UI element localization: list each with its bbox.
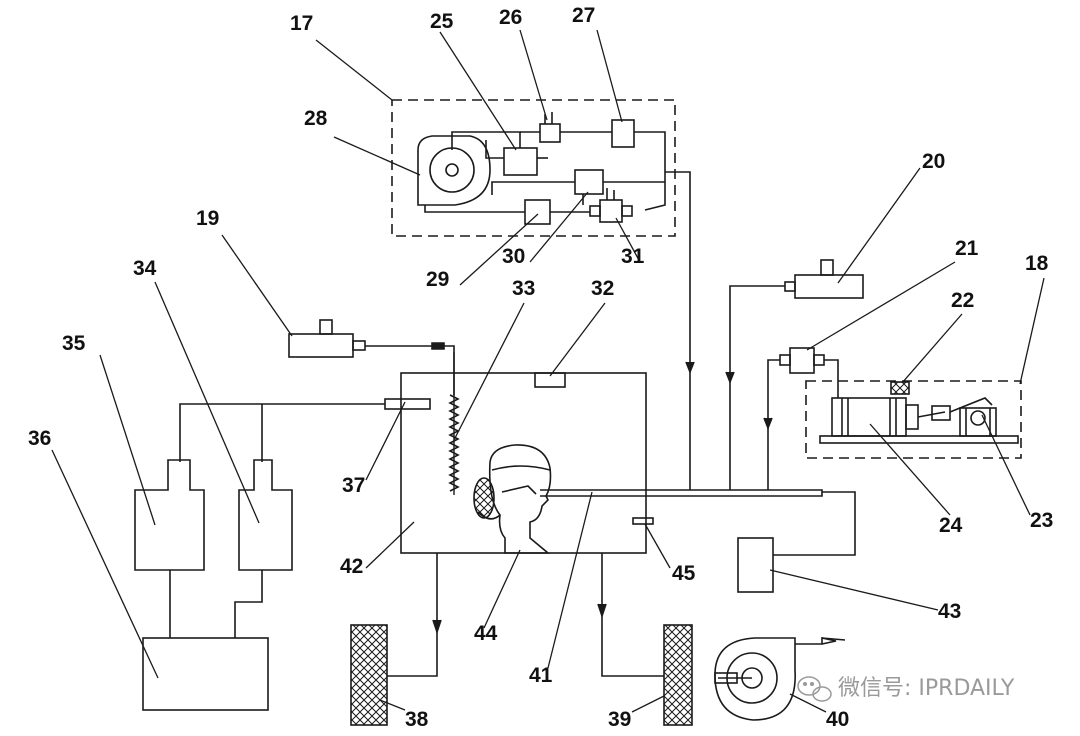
label-36: 36 xyxy=(28,427,51,450)
component-21 xyxy=(779,347,825,374)
filter-39 xyxy=(663,624,693,726)
component-37 xyxy=(384,398,431,410)
pipe-41 xyxy=(540,489,823,497)
sensor-45 xyxy=(632,517,654,525)
label-31: 31 xyxy=(621,245,645,268)
label-27: 27 xyxy=(572,4,595,27)
label-40: 40 xyxy=(826,708,849,731)
label-38: 38 xyxy=(405,708,429,731)
label-37: 37 xyxy=(342,474,365,497)
label-18: 18 xyxy=(1025,252,1049,275)
component-27 xyxy=(611,119,635,148)
label-24: 24 xyxy=(939,514,963,537)
label-39: 39 xyxy=(608,708,631,731)
label-45: 45 xyxy=(672,562,696,585)
label-19: 19 xyxy=(196,207,219,230)
label-32: 32 xyxy=(591,277,614,300)
component-25 xyxy=(503,147,538,176)
bottle-35 xyxy=(134,459,205,571)
label-35: 35 xyxy=(62,332,86,355)
label-21: 21 xyxy=(955,237,979,260)
label-42: 42 xyxy=(340,555,363,578)
spring-tube-33 xyxy=(448,394,460,492)
watermark: 微信号: IPRDAILY xyxy=(797,676,1015,702)
label-29: 29 xyxy=(426,268,449,291)
blower-28 xyxy=(417,135,491,206)
label-26: 26 xyxy=(499,6,522,29)
component-43 xyxy=(737,537,774,593)
leader-lines xyxy=(51,29,1045,713)
component-29 xyxy=(524,199,551,225)
label-17: 17 xyxy=(290,12,313,35)
component-19 xyxy=(288,319,366,358)
bottle-34 xyxy=(238,459,293,571)
component-22 xyxy=(890,381,910,395)
cylinder-24 xyxy=(831,397,951,437)
watermark-text: 微信号: IPRDAILY xyxy=(838,676,1015,701)
valve-26 xyxy=(539,112,561,143)
module-17-frame xyxy=(391,99,676,237)
valve-31 xyxy=(589,188,633,223)
label-41: 41 xyxy=(529,664,553,687)
label-44: 44 xyxy=(474,622,498,645)
label-28: 28 xyxy=(304,107,328,130)
component-30 xyxy=(574,169,604,195)
label-25: 25 xyxy=(430,10,454,33)
filter-38 xyxy=(350,624,388,726)
label-23: 23 xyxy=(1030,509,1053,532)
wechat-icon xyxy=(797,676,832,702)
box-36 xyxy=(142,637,269,711)
component-32 xyxy=(534,372,566,388)
label-30: 30 xyxy=(502,245,525,268)
module-18-frame xyxy=(805,380,1022,459)
blower-40 xyxy=(714,637,846,721)
label-34: 34 xyxy=(133,257,157,280)
mechanism-23 xyxy=(949,397,997,437)
head-model-44 xyxy=(473,444,552,554)
label-20: 20 xyxy=(922,150,945,173)
label-43: 43 xyxy=(938,600,961,623)
label-22: 22 xyxy=(951,289,974,312)
label-33: 33 xyxy=(512,277,535,300)
component-20 xyxy=(784,259,864,299)
chamber-42 xyxy=(400,372,647,554)
